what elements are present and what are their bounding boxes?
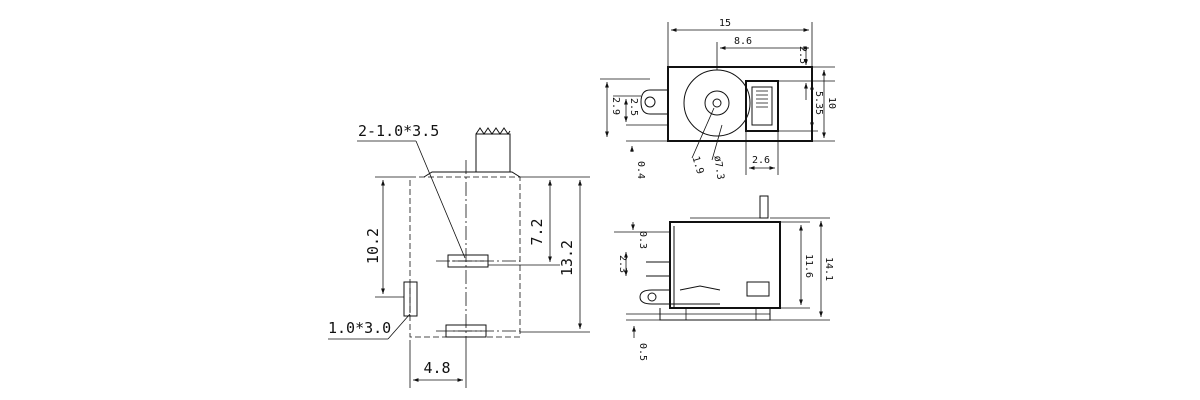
dim-label-1-9: 1.9 xyxy=(689,155,705,175)
dim-label-2-6: 2.6 xyxy=(752,155,770,166)
pad-slot-label: 2-1.0*3.5 xyxy=(358,122,439,140)
dim-label-4-8: 4.8 xyxy=(423,359,450,377)
peg-slot-label: 1.0*3.0 xyxy=(328,319,391,337)
dim-label-11-6: 11.6 xyxy=(803,254,814,278)
leader-knob-dia xyxy=(711,124,723,161)
body-top-cap xyxy=(423,171,521,178)
side-view-window xyxy=(746,281,770,297)
dim-label-13-2: 13.2 xyxy=(558,240,576,276)
pad-slot-lower xyxy=(445,324,487,338)
dim-label-15: 15 xyxy=(719,18,731,29)
knob-serration xyxy=(475,127,511,135)
dim-label-2-5-left: 2.5 xyxy=(628,98,639,116)
dim-label-5-35: 5.35 xyxy=(813,91,824,115)
top-view: 15 8.6 2.5 10 5.35 2.9 2.5 0.4 1.9 ø7 xyxy=(600,18,837,180)
pad-slot-upper xyxy=(447,254,489,268)
dim-label-0-3: 0.3 xyxy=(637,231,648,249)
mounting-tab xyxy=(640,89,668,115)
side-view-body xyxy=(669,221,781,309)
dim-label-2-5-right: 2.5 xyxy=(797,46,808,64)
dim-label-14-1: 14.1 xyxy=(823,257,834,281)
footprint-view: 10.2 7.2 13.2 4.8 2-1.0*3.5 1.0*3.0 xyxy=(328,122,590,388)
side-view-tab xyxy=(639,289,720,305)
dim-label-0-5: 0.5 xyxy=(637,343,648,361)
top-view-body xyxy=(667,66,813,142)
leader-hole-dia xyxy=(691,107,715,159)
dim-label-8-6: 8.6 xyxy=(734,36,752,47)
dim-label-10-2: 10.2 xyxy=(364,228,382,264)
side-actuator-post xyxy=(759,195,769,219)
side-view: 0.3 2.3 11.6 14.1 0.5 xyxy=(614,195,834,361)
slide-switch-frame xyxy=(745,80,779,132)
knob-outer-circle xyxy=(683,69,751,137)
tab-hole xyxy=(644,96,656,108)
dim-label-7-2: 7.2 xyxy=(528,218,546,245)
body-outline xyxy=(409,176,521,338)
peg-slot xyxy=(403,281,418,317)
knob-stub xyxy=(475,133,511,172)
knob-inner-circle xyxy=(704,90,730,116)
dim-label-10: 10 xyxy=(826,97,837,109)
knob-center-hole xyxy=(712,98,722,108)
dim-label-7-3: ø7.3 xyxy=(711,155,725,180)
slide-switch-actuator xyxy=(751,86,773,126)
dim-label-2-3: 2.3 xyxy=(617,255,628,273)
dim-label-2-9: 2.9 xyxy=(610,97,621,115)
dim-label-0-4: 0.4 xyxy=(635,161,646,179)
